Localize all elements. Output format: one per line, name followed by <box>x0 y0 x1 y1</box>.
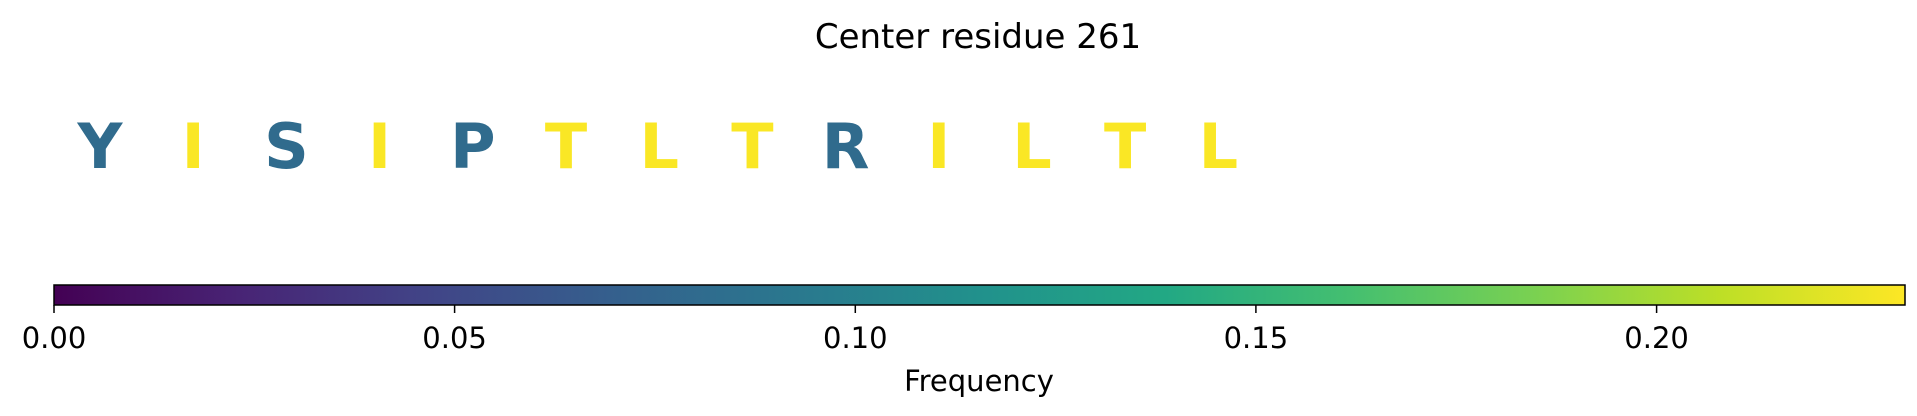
colorbar-tick-label: 0.15 <box>1224 321 1289 355</box>
residue-letter: I <box>368 110 391 183</box>
colorbar-gradient <box>54 285 1905 305</box>
residue-letter: S <box>264 110 309 183</box>
residue-letter: T <box>731 110 773 183</box>
residue-letter: L <box>639 110 679 183</box>
residue-letter: Y <box>77 110 124 183</box>
residue-letter: L <box>1199 110 1239 183</box>
residue-letter: I <box>182 110 205 183</box>
residue-letter: P <box>450 110 495 183</box>
residue-letter: R <box>822 110 870 183</box>
colorbar-ticks: 0.00 0.05 0.10 0.15 0.20 <box>22 305 1689 355</box>
colorbar-tick-label: 0.10 <box>823 321 888 355</box>
residue-letter: I <box>927 110 950 183</box>
colorbar-tick-label: 0.20 <box>1624 321 1689 355</box>
colorbar-tick-label: 0.00 <box>22 321 87 355</box>
chart-title: Center residue 261 <box>815 17 1141 57</box>
colorbar: 0.00 0.05 0.10 0.15 0.20 Frequency <box>22 284 1906 398</box>
residue-letter: T <box>1104 110 1146 183</box>
residue-letter: T <box>545 110 587 183</box>
colorbar-label: Frequency <box>904 364 1054 398</box>
colorbar-tick-label: 0.05 <box>422 321 487 355</box>
residue-letter: L <box>1012 110 1052 183</box>
colorbar-frame <box>53 284 1906 306</box>
